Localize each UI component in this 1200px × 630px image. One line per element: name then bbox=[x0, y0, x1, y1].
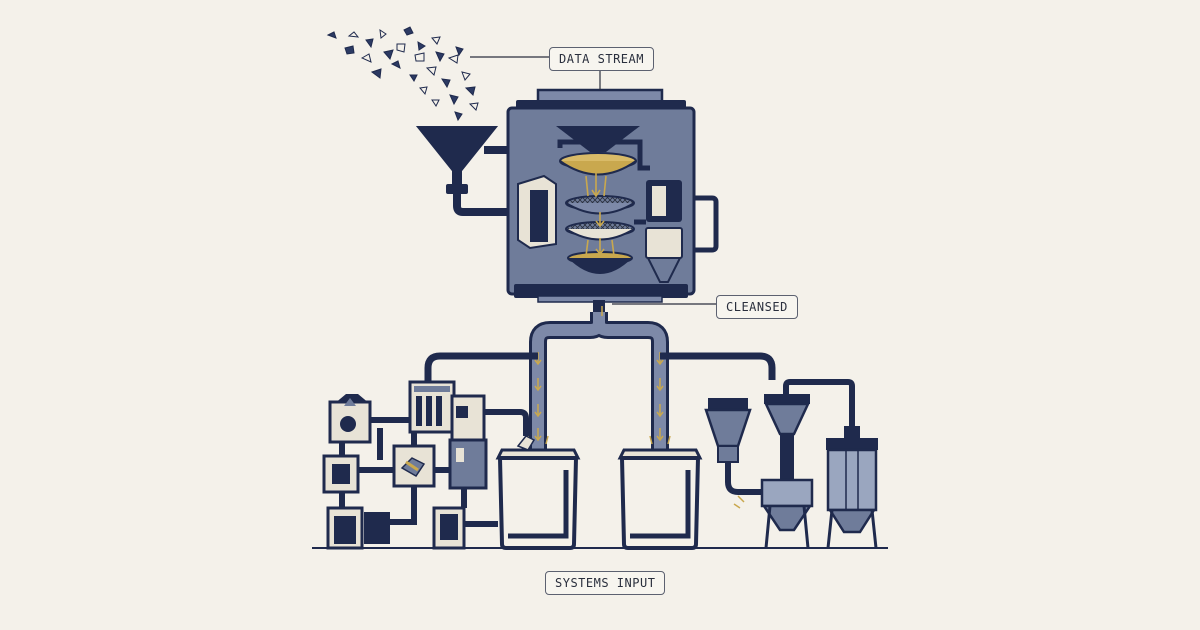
right-silos bbox=[704, 379, 878, 549]
data-stream-label: DATA STREAM bbox=[549, 47, 654, 71]
intake-funnel bbox=[415, 126, 520, 216]
cleansed-outflow-pipes bbox=[424, 300, 776, 450]
processing-tank bbox=[506, 88, 719, 303]
data-particles bbox=[326, 26, 479, 122]
cleansed-label: CLEANSED bbox=[716, 295, 798, 319]
receiving-bins bbox=[495, 435, 745, 550]
systems-input-label: SYSTEMS INPUT bbox=[545, 571, 666, 595]
left-machinery bbox=[322, 380, 529, 550]
